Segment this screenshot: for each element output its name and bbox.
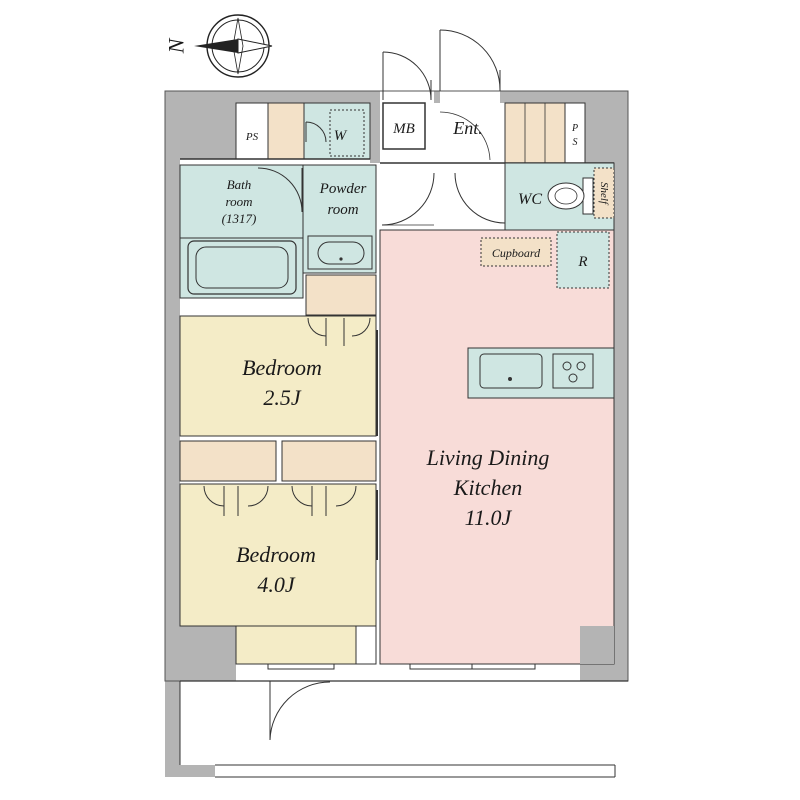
compass-needle-north	[194, 39, 238, 53]
wall-left-block	[180, 103, 236, 159]
toilet-bowl	[547, 182, 585, 210]
wall-top-left	[165, 91, 380, 103]
compass-needle-cross	[232, 17, 244, 75]
bedroom-2-closet-door-2	[247, 485, 269, 507]
ent-inner-swing	[439, 111, 491, 161]
ps-left-area	[235, 102, 269, 160]
bedroom-2-closet-door-3	[291, 485, 313, 507]
toilet-seat	[554, 187, 578, 205]
balcony	[179, 680, 628, 778]
wall-right	[614, 91, 628, 681]
mb-label: MB	[392, 121, 415, 137]
bedroom-2-closets	[179, 440, 377, 482]
ldk-label-size: 11.0J	[465, 505, 513, 530]
powder-room: Powder room	[302, 164, 377, 316]
wall-top-right	[500, 91, 628, 103]
compass: N	[164, 14, 273, 78]
hall-door-left-swing	[381, 172, 435, 226]
bedroom-1-size: 2.5J	[263, 385, 302, 410]
w-dotted-box	[329, 109, 365, 157]
powder-label-2: room	[327, 202, 358, 218]
wall-left	[165, 91, 180, 777]
bedroom-2-size: 4.0J	[257, 572, 296, 597]
stove	[552, 353, 594, 389]
bath-room: Bath room (1317)	[179, 164, 304, 299]
bedroom-2-lower-area	[235, 625, 357, 665]
wall-balcony-corner	[165, 765, 215, 777]
burner-1	[562, 361, 572, 371]
w-label: W	[334, 128, 348, 144]
bedroom-1-name: Bedroom	[242, 355, 322, 380]
closet-top-left	[267, 102, 305, 160]
fridge-space	[556, 231, 610, 289]
burner-2	[576, 361, 586, 371]
cupboard-label: Cupboard	[492, 246, 541, 260]
bath-label-1: Bath	[227, 177, 252, 192]
kitchen-counter	[467, 347, 615, 399]
ldk-corner-wall	[580, 626, 614, 664]
wc-label: WC	[518, 191, 542, 208]
wall-bottom-left-block	[180, 626, 236, 681]
bath-door-swing	[257, 167, 303, 213]
powder-label-1: Powder	[319, 181, 367, 197]
fridge-label: R	[577, 254, 587, 270]
bedroom-1-area	[179, 315, 377, 437]
mb-box	[382, 102, 426, 150]
wall-mid-stub	[370, 103, 380, 163]
ldk: Cupboard R Living Dining Kitchen 11.0J	[379, 229, 615, 670]
bedroom-2-area	[179, 483, 377, 627]
ent-label: Ent.	[452, 118, 483, 138]
cupboard-box	[480, 237, 552, 267]
balcony-door-swing	[269, 681, 331, 741]
ps-right-label-2: S	[573, 137, 578, 148]
shelf-label: Shelf	[598, 182, 610, 206]
bedroom-1-closet-door-left	[307, 317, 327, 337]
compass-north-label: N	[164, 37, 189, 54]
ps-left-label: PS	[245, 131, 259, 143]
bedroom-2-name: Bedroom	[236, 542, 316, 567]
closet-bedroom-2-right	[281, 440, 377, 482]
wall-top-mid	[434, 91, 440, 103]
w-door-swing	[305, 121, 327, 143]
shelf-box	[593, 167, 615, 219]
wall-right-block	[585, 103, 614, 163]
shoe-cabinet	[504, 102, 566, 164]
wc-room: WC Shelf	[504, 162, 615, 231]
vanity-drain	[339, 257, 343, 261]
bath-label-3: (1317)	[222, 211, 257, 226]
ent-door-swing	[439, 29, 501, 91]
bedroom-2-closet-door-1	[203, 485, 225, 507]
closet-bedroom-2-left	[179, 440, 277, 482]
kitchen-sink	[479, 353, 543, 389]
mb-door-swing	[382, 51, 432, 101]
walls	[164, 90, 629, 777]
hall-door-right-swing	[454, 172, 506, 224]
bath-label-2: room	[226, 194, 253, 209]
ldk-label-2: Kitchen	[453, 475, 522, 500]
ldk-area	[379, 229, 615, 665]
ps-right-label-1: P	[571, 123, 578, 134]
bedroom-2-notch	[355, 625, 377, 665]
entrance-doors	[382, 29, 501, 161]
bedroom-1: Bedroom 2.5J	[179, 315, 378, 437]
bathtub	[187, 240, 297, 295]
ldk-label-1: Living Dining	[426, 445, 550, 470]
bathtub-inner	[195, 246, 289, 289]
burner-3	[568, 373, 578, 383]
bedroom-2: Bedroom 4.0J	[179, 483, 378, 670]
bedroom-2-closet-door-4	[335, 485, 357, 507]
bedroom-1-closet-door-right	[351, 317, 371, 337]
bedroom-2-window	[267, 663, 335, 670]
sink-drain	[508, 377, 512, 381]
top-row: PS W MB Ent. P S	[235, 102, 586, 164]
compass-needle-south	[237, 38, 273, 54]
linen-shelf	[305, 274, 377, 316]
vanity-basin	[317, 241, 365, 265]
